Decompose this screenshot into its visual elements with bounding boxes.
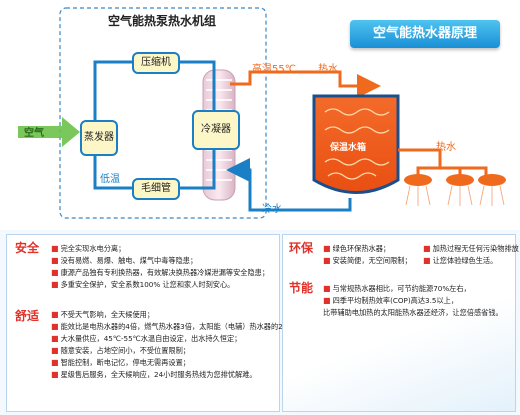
shower-head-2 <box>446 174 474 186</box>
tank-body <box>312 94 400 194</box>
cold-water-pipe <box>226 158 352 212</box>
safety-item: ■康源产品独有专利换热器，有效解决换热器冷媒泄漏等安全隐患； <box>51 268 270 277</box>
comfort-heading: 舒适 <box>15 309 40 323</box>
safety-item: ■完全实现水电分离； <box>51 244 126 253</box>
unit-title: 空气能热泵热水机组 <box>107 14 216 28</box>
safety-item: ■没有易燃、易爆、触电、煤气中毒等隐患； <box>51 256 198 265</box>
eco-item: ■安装简便，无空间限制； <box>323 256 412 265</box>
hot-water-pipe <box>230 70 381 98</box>
low-temp-label: 低温 <box>100 174 120 185</box>
diagram-title-banner: 空气能热水器原理 <box>350 20 500 48</box>
left-feature-panel: 安全 ■完全实现水电分离； ■没有易燃、易爆、触电、煤气中毒等隐患； ■康源产品… <box>6 234 297 412</box>
cold-water-label: 冷水 <box>262 204 282 215</box>
eco-heading: 环保 <box>289 241 314 255</box>
comfort-item: ■随意安装，占地空间小，不受位置限制； <box>51 346 190 355</box>
safety-item: ■多重安全保护，安全系数100% 让您和家人时刻安心。 <box>51 280 235 289</box>
comfort-item: ■大水量供应，45℃-55℃水温自由设定，出水持久恒定； <box>51 334 242 343</box>
unit-boundary <box>59 7 267 219</box>
hot-water-right-label: 热水 <box>436 142 456 153</box>
feature-area: 安全 ■完全实现水电分离； ■没有易燃、易爆、触电、煤气中毒等隐患； ■康源产品… <box>0 230 520 415</box>
right-feature-panel: 环保 ■绿色环保热水器； ■加热过程无任何污染物排放； ■安装简便，无空间限制；… <box>282 234 520 412</box>
eco-item: ■让您体验绿色生活。 <box>423 256 498 265</box>
comfort-item: ■星级售后服务，全天候响应，24小时服务热线为您排忧解难。 <box>51 370 257 379</box>
high-temp-label: 高温55℃ <box>252 64 296 75</box>
condenser-box: 冷凝器 <box>192 110 240 150</box>
energy-item: 比带辅助电加热的太阳能热水器还经济，让您倍感省钱。 <box>323 308 503 317</box>
hot-water-top-label: 热水 <box>318 64 338 75</box>
evaporator-box: 蒸发器 <box>80 120 118 156</box>
eco-item: ■加热过程无任何污染物排放； <box>423 244 520 253</box>
shower-head-3 <box>478 174 506 186</box>
shower-head-1 <box>404 174 432 186</box>
energy-item: ■与常规热水器相比，可节约能源70%左右， <box>323 284 471 293</box>
heat-pump-diagram: 空气能热水器原理 空气能热泵热水机组 压缩机 蒸发器 冷凝器 毛细管 空气 低温… <box>18 7 506 219</box>
compressor-box: 压缩机 <box>132 52 180 74</box>
shower-pipe <box>398 148 488 176</box>
energy-item: ■四季平均制热效率(COP)高达3.5以上， <box>323 296 459 305</box>
diagram-graphic <box>18 7 506 219</box>
air-arrow <box>18 117 80 147</box>
energy-heading: 节能 <box>289 281 314 295</box>
comfort-item: ■智能控制，断电记忆，停电无需再设置； <box>51 358 190 367</box>
capillary-box: 毛细管 <box>132 178 180 200</box>
comfort-item: ■能效比是电热水器的4倍，燃气热水器3倍，太阳能（电辅）热水器的2倍； <box>51 322 298 331</box>
tank-label: 保温水箱 <box>330 143 367 153</box>
safety-heading: 安全 <box>15 241 40 255</box>
air-label: 空气 <box>24 128 44 139</box>
refrigerant-loop <box>93 60 216 190</box>
comfort-item: ■不受天气影响，全天候使用； <box>51 310 155 319</box>
eco-item: ■绿色环保热水器； <box>323 244 391 253</box>
